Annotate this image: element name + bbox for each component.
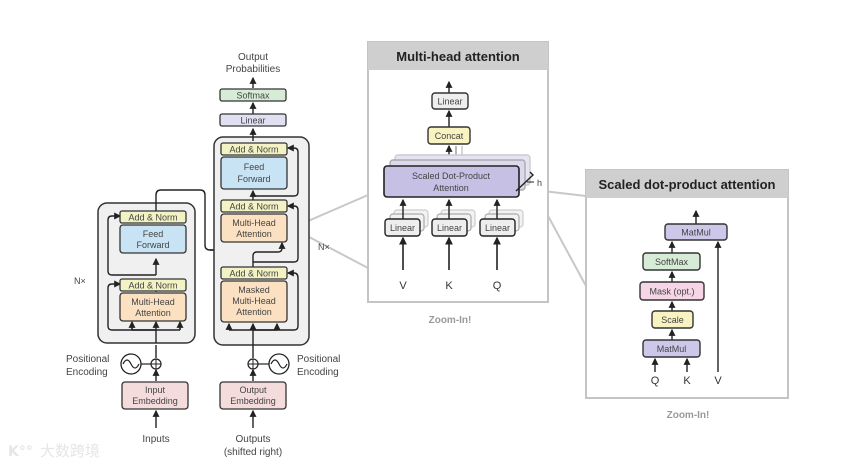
svg-text:Encoding: Encoding [297, 367, 339, 378]
softmax-box [219, 88, 287, 102]
svg-text:Linear: Linear [390, 223, 415, 233]
svg-text:Q: Q [651, 375, 660, 387]
decoder-multi-head-attention [220, 213, 288, 243]
svg-text:Encoding: Encoding [66, 367, 108, 378]
inputs-label: Inputs [142, 434, 169, 445]
output-probabilities-label: Output [238, 52, 268, 63]
multi-head-panel: Multi-head attention Linear Concat Scale… [367, 41, 549, 326]
encoder-feed-forward [119, 224, 187, 254]
decoder-feed-forward [220, 156, 288, 190]
input-section: Positional Encoding Input Embedding Inpu… [66, 345, 189, 445]
svg-text:Input: Input [145, 385, 166, 395]
mh-linear-v: Linear V [384, 198, 429, 292]
svg-text:Embedding: Embedding [230, 396, 276, 406]
positional-encoding-left-label: Positional [66, 354, 109, 365]
decoder-add-norm-top [220, 142, 288, 156]
svg-text:Feed: Feed [244, 162, 265, 172]
outputs-label: Outputs [235, 434, 270, 445]
svg-text:Multi-Head: Multi-Head [232, 218, 276, 228]
input-embedding-box [121, 381, 189, 410]
encoder-add-norm-top [119, 210, 187, 224]
svg-text:Linear: Linear [240, 116, 265, 126]
svg-text:Forward: Forward [136, 240, 169, 250]
encoder-repeat-label: N× [74, 276, 86, 286]
mh-linear-q: Linear Q [479, 198, 524, 292]
sdpa-caption: Zoom-In! [667, 410, 710, 421]
mh-linear-k: Linear K [431, 198, 476, 292]
positional-encoding-right-label: Positional [297, 354, 340, 365]
watermark-text: 大数跨境 [40, 442, 100, 460]
svg-text:Multi-Head: Multi-Head [232, 296, 276, 306]
sdpa-matmul-bottom [642, 339, 701, 358]
sdpa-matmul-top [664, 223, 728, 241]
svg-text:Add & Norm: Add & Norm [229, 145, 278, 155]
svg-text:(shifted right): (shifted right) [224, 447, 282, 458]
heads-label: h [537, 178, 542, 188]
svg-text:MatMul: MatMul [657, 344, 687, 354]
svg-text:Probabilities: Probabilities [226, 64, 280, 75]
decoder-add-norm-mid [220, 199, 288, 213]
svg-text:Attention: Attention [135, 308, 171, 318]
svg-text:Q: Q [493, 280, 502, 292]
svg-text:K: K [683, 375, 691, 387]
mh-concat [427, 126, 471, 145]
output-embedding-box [219, 381, 287, 410]
multi-head-panel-title: Multi-head attention [396, 49, 520, 64]
decoder-add-norm-bottom [220, 266, 288, 280]
svg-text:Mask (opt.): Mask (opt.) [649, 287, 694, 297]
svg-text:Add & Norm: Add & Norm [229, 269, 278, 279]
output-section: Positional Encoding Output Embedding Out… [219, 345, 340, 458]
svg-text:Concat: Concat [435, 131, 464, 141]
svg-text:K: K [445, 280, 453, 292]
decoder-repeat-label: N× [318, 242, 330, 252]
svg-text:Add & Norm: Add & Norm [128, 281, 177, 291]
svg-text:Masked: Masked [238, 285, 270, 295]
mh-linear-top [431, 92, 469, 110]
sdpa-softmax [642, 252, 701, 271]
svg-text:V: V [399, 280, 407, 292]
sdpa-panel-title: Scaled dot-product attention [599, 177, 776, 192]
watermark: K°° 大数跨境 [8, 442, 100, 460]
encoder-multi-head-attention [119, 292, 187, 322]
sdpa-panel: Scaled dot-product attention MatMul Soft… [585, 169, 789, 421]
decoder-masked-multi-head-attention [220, 280, 288, 323]
encoder-add-norm-bottom [119, 278, 187, 292]
linear-box [219, 113, 287, 127]
sdpa-scale [651, 310, 694, 329]
svg-text:Attention: Attention [433, 183, 469, 193]
svg-text:Linear: Linear [485, 223, 510, 233]
mh-sdpa [383, 165, 520, 198]
svg-text:V: V [714, 375, 722, 387]
svg-text:Linear: Linear [437, 97, 462, 107]
svg-text:Attention: Attention [236, 307, 272, 317]
encoder-stack: Add & Norm Feed Forward Add & Norm Multi… [74, 202, 196, 344]
multi-head-caption: Zoom-In! [429, 315, 472, 326]
encoder-add-norm-top-label: Add & Norm [128, 213, 177, 223]
svg-text:Output: Output [239, 385, 267, 395]
svg-text:Forward: Forward [237, 174, 270, 184]
svg-text:Add & Norm: Add & Norm [229, 202, 278, 212]
svg-text:MatMul: MatMul [681, 228, 711, 238]
svg-text:Attention: Attention [236, 229, 272, 239]
svg-text:Scale: Scale [661, 315, 684, 325]
watermark-logo-icon: K°° [8, 444, 33, 460]
svg-text:Multi-Head: Multi-Head [131, 297, 175, 307]
svg-text:Feed: Feed [143, 229, 164, 239]
sdpa-mask [639, 281, 705, 301]
decoder-stack: Add & Norm Feed Forward Add & Norm Multi… [213, 127, 330, 346]
svg-text:Embedding: Embedding [132, 396, 178, 406]
svg-text:Softmax: Softmax [236, 91, 270, 101]
output-head: Linear Softmax Output Probabilities [219, 52, 287, 127]
svg-text:Scaled Dot-Product: Scaled Dot-Product [412, 171, 491, 181]
svg-text:SoftMax: SoftMax [655, 257, 689, 267]
svg-text:Linear: Linear [437, 223, 462, 233]
